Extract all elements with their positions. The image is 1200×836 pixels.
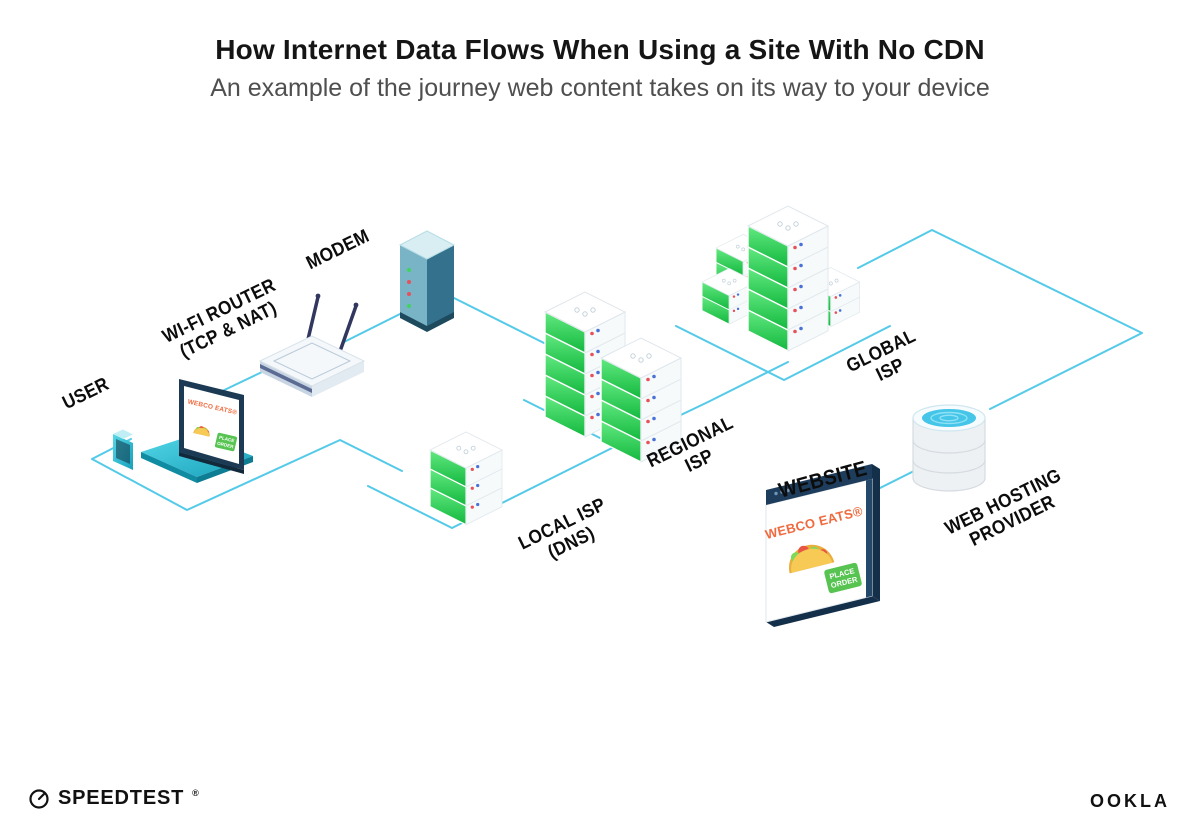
modem-top (398, 230, 456, 260)
browser-dot (786, 488, 790, 493)
connection-line-global-loop-to-hosting (857, 229, 1143, 410)
database-icon (912, 404, 986, 492)
connection-line-modem-to-regional (451, 296, 545, 344)
server-tower-local-isp (430, 432, 502, 525)
website-place-order-button: PLACE ORDER (824, 562, 862, 594)
modem-icon (398, 230, 456, 332)
modem-led (407, 304, 411, 308)
laptop-icon: WEBCO EATS® PLACE ORDER (141, 379, 253, 483)
modem-left-face (400, 245, 427, 326)
page-title: How Internet Data Flows When Using a Sit… (215, 34, 985, 65)
server-cluster-global (702, 206, 860, 351)
browser-titlebar (766, 464, 872, 505)
router-antenna (336, 304, 358, 359)
modem-led (407, 280, 411, 284)
database-water-top (922, 409, 976, 427)
speedtest-gauge-icon (29, 788, 49, 809)
modem-led (407, 292, 411, 296)
laptop-order-line2: ORDER (217, 441, 235, 450)
browser-scrollbar (866, 479, 872, 598)
speedtest-trademark: ® (192, 787, 199, 798)
router-top (258, 335, 366, 387)
modem-right-face (427, 245, 454, 326)
connection-line-user-to-localisp (91, 438, 403, 511)
browser-dot (774, 491, 778, 496)
connection-line-localisp-platform (367, 445, 617, 529)
connection-line-router-to-modem (343, 313, 401, 343)
wifi-router-icon (258, 293, 366, 397)
connection-line-global-platform (675, 325, 891, 381)
page-subtitle: An example of the journey web content ta… (210, 74, 990, 102)
laptop-place-order-button: PLACE ORDER (214, 432, 238, 452)
ookla-logo: OOKLA (1090, 791, 1170, 812)
modem-led (407, 268, 411, 272)
speedtest-logo: SPEEDTEST ® (28, 787, 199, 810)
laptop-order-line1: PLACE (219, 435, 235, 443)
browser-window: WEBCO EATS® PLACE ORDER (764, 464, 880, 627)
speedtest-wordmark: SPEEDTEST (58, 787, 185, 809)
connection-line-hosting-to-website (875, 469, 917, 491)
browser-dot (780, 490, 784, 494)
ookla-wordmark: OOKLA (1090, 791, 1170, 811)
phone-icon (113, 429, 133, 470)
server-tower-global-main (748, 206, 828, 351)
